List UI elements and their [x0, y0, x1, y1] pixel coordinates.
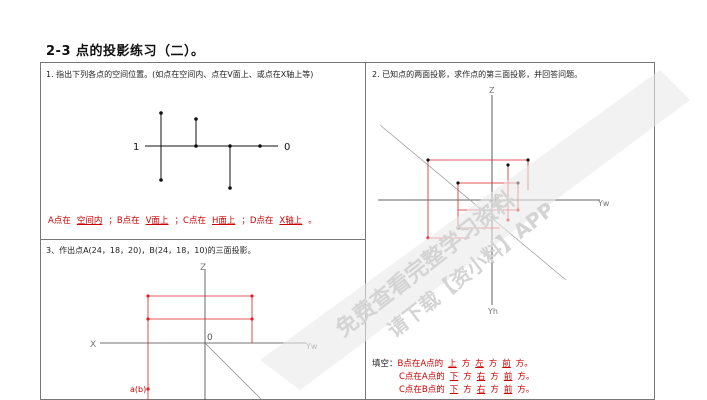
q1-answer-b: V面上 [145, 216, 169, 226]
q1-answer-c: H面上 [211, 216, 236, 226]
q3-axis-x: X [90, 340, 96, 350]
q3-axis-yw: Yw [305, 342, 318, 351]
q3-axis-z: Z [200, 263, 206, 273]
q2-fill-row-3: C点在B点的下方右方前方。 [399, 385, 535, 395]
q3-origin: 0 [207, 333, 213, 343]
q3-prompt: 3、作出点A(24，18，20)，B(24，18，10)的三面投影。 [46, 246, 256, 255]
q1-point-a-top [159, 178, 163, 182]
q1-point-c-front [228, 144, 232, 148]
q1-point-a-front [159, 111, 163, 115]
q1-point-b-top [194, 144, 198, 148]
frame-divider-horizontal [40, 239, 366, 240]
page-title: 2-3 点的投影练习（二）。 [46, 44, 205, 59]
q1-point-b-front [194, 117, 198, 121]
q1-prompt: 1. 指出下列各点的空间位置。(如点在空间内、点在V面上、或点在X轴上等) [46, 70, 314, 79]
q1-point-c-top [228, 186, 232, 190]
q1-axis-left-label: 1 [133, 142, 139, 153]
q3-label-ab: a(b) [130, 385, 146, 394]
q1-answer-a: 空间内 [76, 216, 103, 226]
